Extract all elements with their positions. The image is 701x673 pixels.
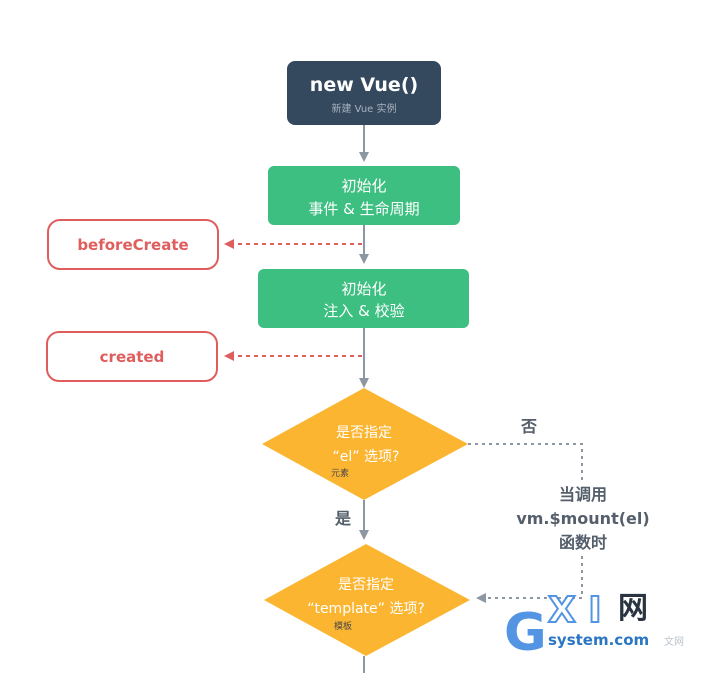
template-decision-line2: “template” 选项? (307, 601, 425, 617)
init-injections-line1: 初始化 (341, 280, 386, 298)
before-create-label: beforeCreate (77, 236, 188, 254)
watermark-g: G (504, 603, 547, 663)
watermark-xi: X I (548, 590, 602, 631)
new-vue-subtitle: 新建 Vue 实例 (331, 102, 396, 115)
site-watermark-logo: G X I 网 system.com 文网 (504, 589, 684, 663)
el-decision-diamond: 是否指定 “el” 选项? 元素 (262, 388, 468, 500)
init-injections-line2: 注入 & 校验 (323, 302, 404, 320)
init-events-line1: 初始化 (341, 177, 386, 195)
init-events-node: 初始化 事件 & 生命周期 (268, 166, 460, 225)
el-decision-line1: 是否指定 (336, 425, 392, 441)
watermark-site: system.com (548, 631, 649, 649)
init-events-line2: 事件 & 生命周期 (308, 200, 419, 218)
el-decision-note: 元素 (331, 467, 349, 479)
template-decision-line1: 是否指定 (338, 577, 394, 593)
no-branch-label: 否 (520, 417, 537, 436)
created-label: created (100, 348, 165, 366)
no-branch-connector (468, 443, 583, 480)
template-decision-note: 模板 (334, 620, 352, 632)
template-decision-diamond: 是否指定 “template” 选项? 模板 (264, 544, 470, 656)
watermark-wang: 网 (618, 591, 648, 626)
new-vue-title: new Vue() (310, 74, 418, 96)
before-create-hook: beforeCreate (47, 219, 219, 270)
new-vue-node: new Vue() 新建 Vue 实例 (287, 61, 441, 125)
created-hook: created (46, 331, 218, 382)
el-decision-line2: “el” 选项? (333, 449, 400, 465)
mount-call-line1: 当调用 (559, 485, 607, 504)
watermark-cn: 文网 (664, 635, 684, 648)
mount-to-template-connector (476, 556, 583, 603)
init-injections-node: 初始化 注入 & 校验 (258, 269, 469, 328)
mount-call-note: 当调用 vm.$mount(el) 函数时 (516, 485, 649, 552)
mount-call-line2: vm.$mount(el) (516, 509, 649, 528)
yes-branch-label: 是 (334, 509, 351, 528)
mount-call-line3: 函数时 (559, 533, 607, 552)
